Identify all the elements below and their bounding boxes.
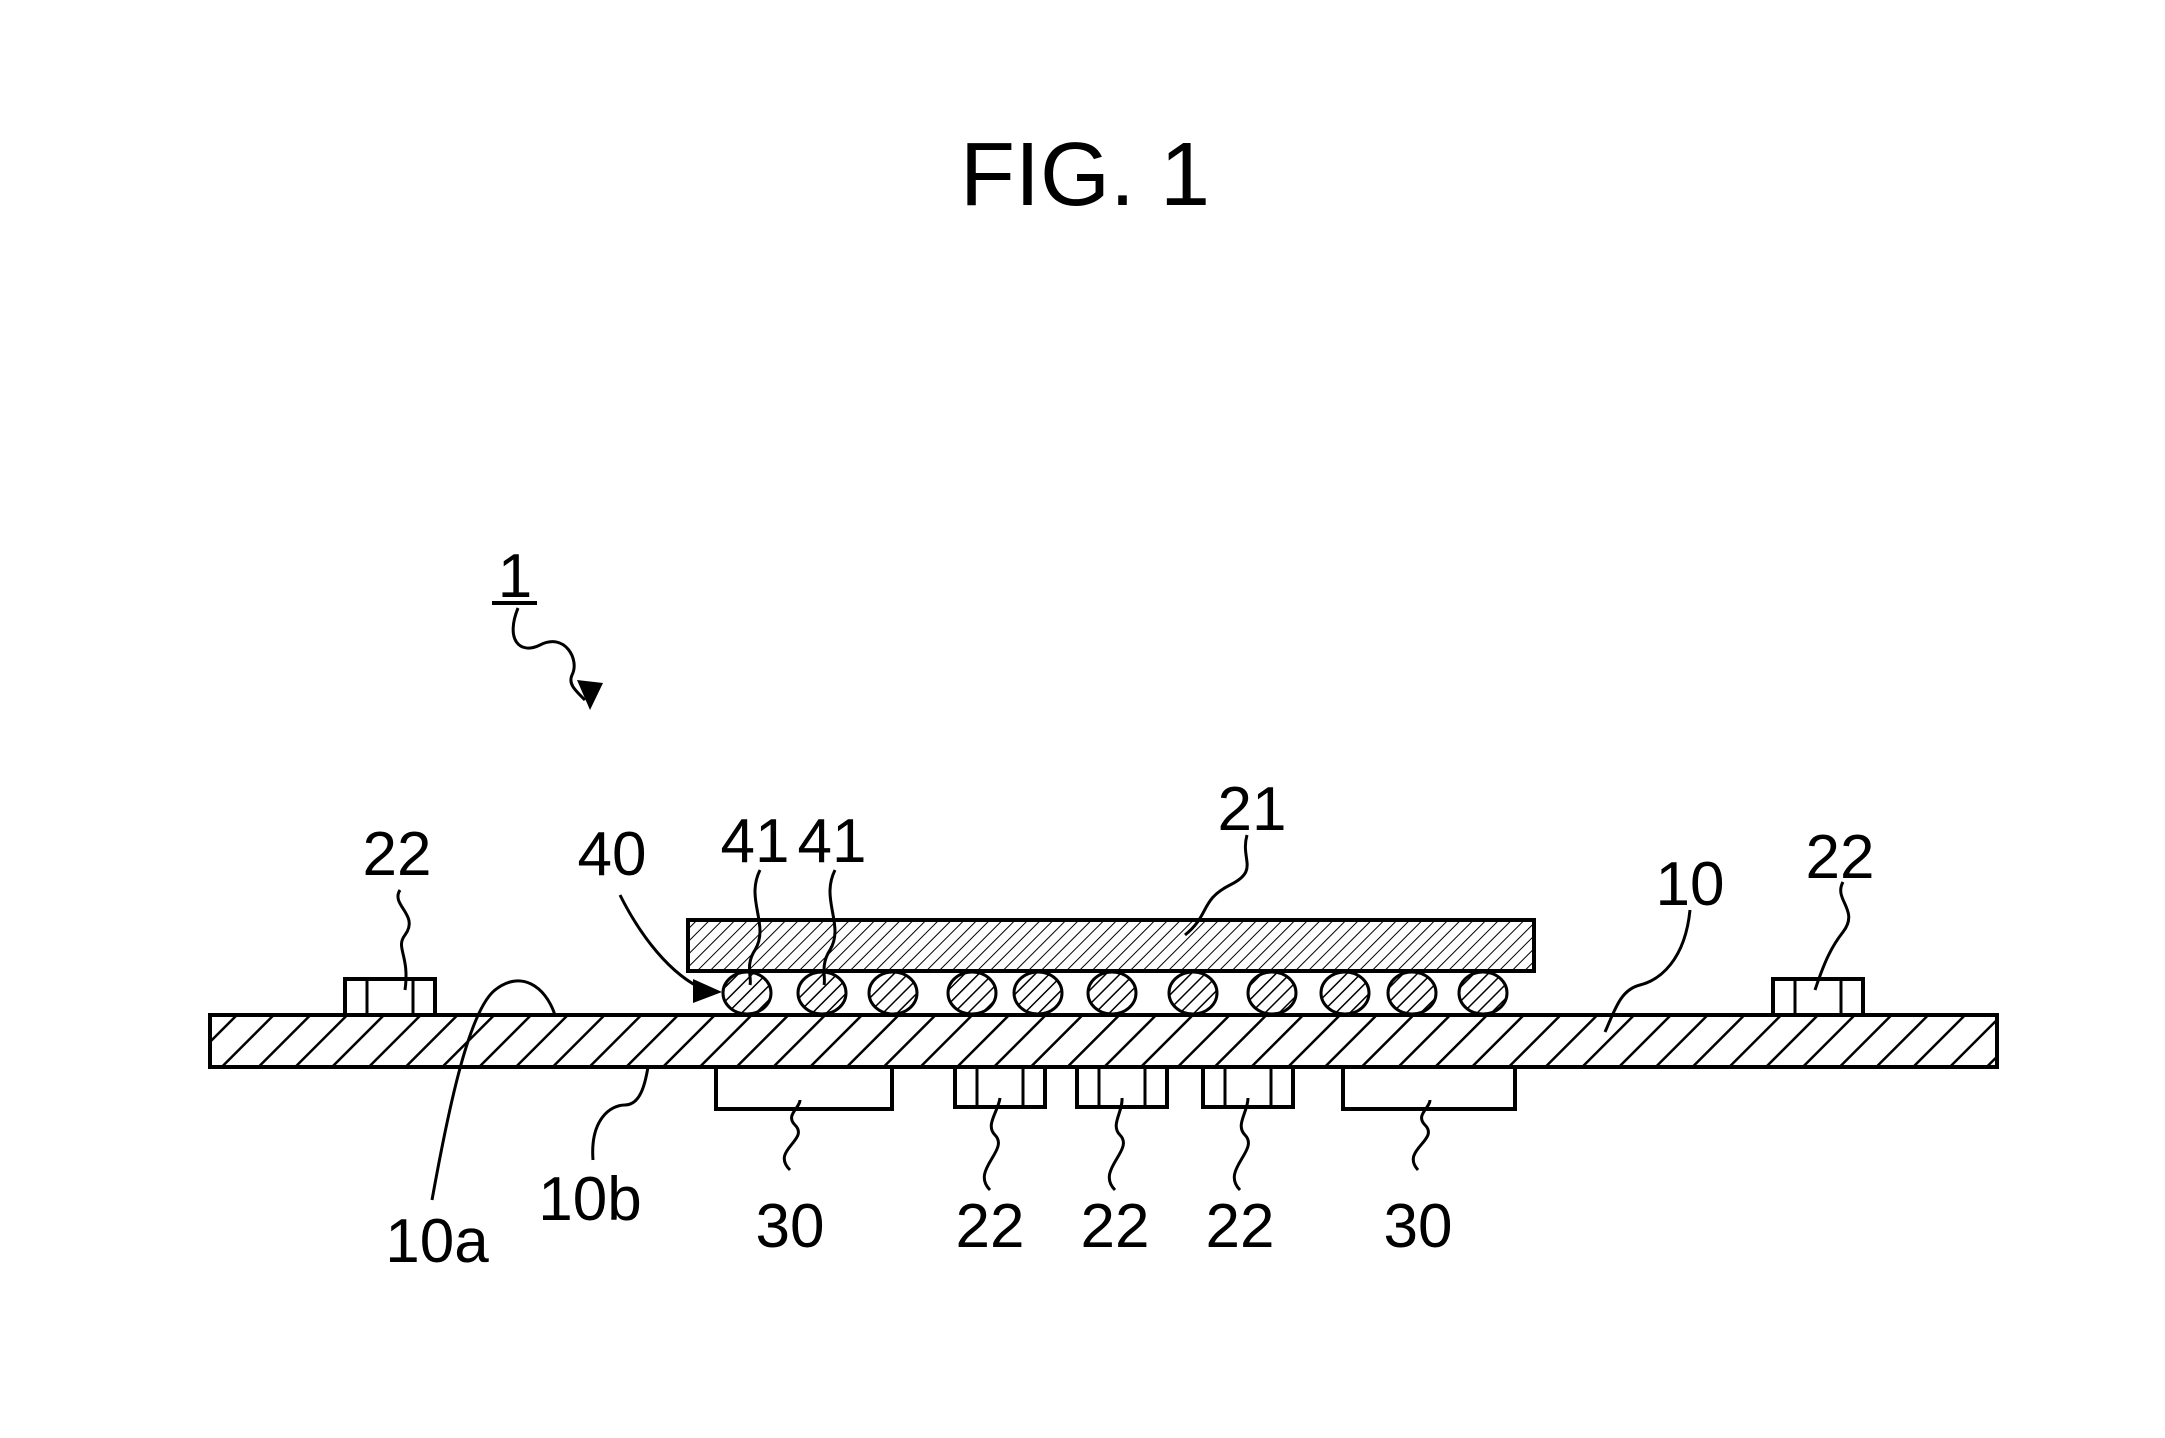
solder-bump (948, 972, 996, 1014)
module-bottom-left (716, 1067, 892, 1109)
solder-bump (1088, 972, 1136, 1014)
chip-component-top-left (345, 979, 435, 1015)
label-module-bottom-right: 30 (1384, 1192, 1453, 1261)
label-assembly: 1 (498, 542, 532, 611)
package (688, 920, 1534, 971)
label-component-bottom-2: 22 (1081, 1192, 1150, 1261)
bump-array (723, 972, 1507, 1014)
label-module-bottom-left: 30 (756, 1192, 825, 1261)
leader-22-top-left (398, 890, 409, 990)
label-bump-b: 41 (798, 807, 867, 876)
solder-bump (723, 972, 771, 1014)
label-board-top-surface: 10a (385, 1207, 489, 1276)
label-package: 21 (1218, 775, 1287, 844)
solder-bump (1388, 972, 1436, 1014)
leader-22-bottom-3 (1234, 1098, 1248, 1190)
leader-10b (593, 1067, 648, 1160)
solder-bump (1459, 972, 1507, 1014)
label-component-bottom-1: 22 (956, 1192, 1025, 1261)
solder-bump (869, 972, 917, 1014)
label-board-bottom-surface: 10b (538, 1165, 641, 1234)
assembly-arrow (513, 608, 585, 700)
solder-bump (1248, 972, 1296, 1014)
label-component-top-left: 22 (363, 820, 432, 889)
label-bump-a: 41 (721, 807, 790, 876)
label-component-top-right: 22 (1806, 823, 1875, 892)
leader-22-bottom-1 (984, 1098, 1000, 1190)
circuit-board (210, 1015, 1997, 1067)
solder-bump (1321, 972, 1369, 1014)
figure-title: FIG. 1 (960, 125, 1210, 225)
leader-22-top-right (1815, 882, 1849, 990)
solder-bump (1169, 972, 1217, 1014)
leader-22-bottom-2 (1109, 1098, 1123, 1190)
label-board: 10 (1656, 850, 1725, 919)
solder-bump (1014, 972, 1062, 1014)
label-bump-array: 40 (578, 820, 647, 889)
label-component-bottom-3: 22 (1206, 1192, 1275, 1261)
solder-bump (798, 972, 846, 1014)
bump-array-arrowhead (693, 979, 722, 1003)
